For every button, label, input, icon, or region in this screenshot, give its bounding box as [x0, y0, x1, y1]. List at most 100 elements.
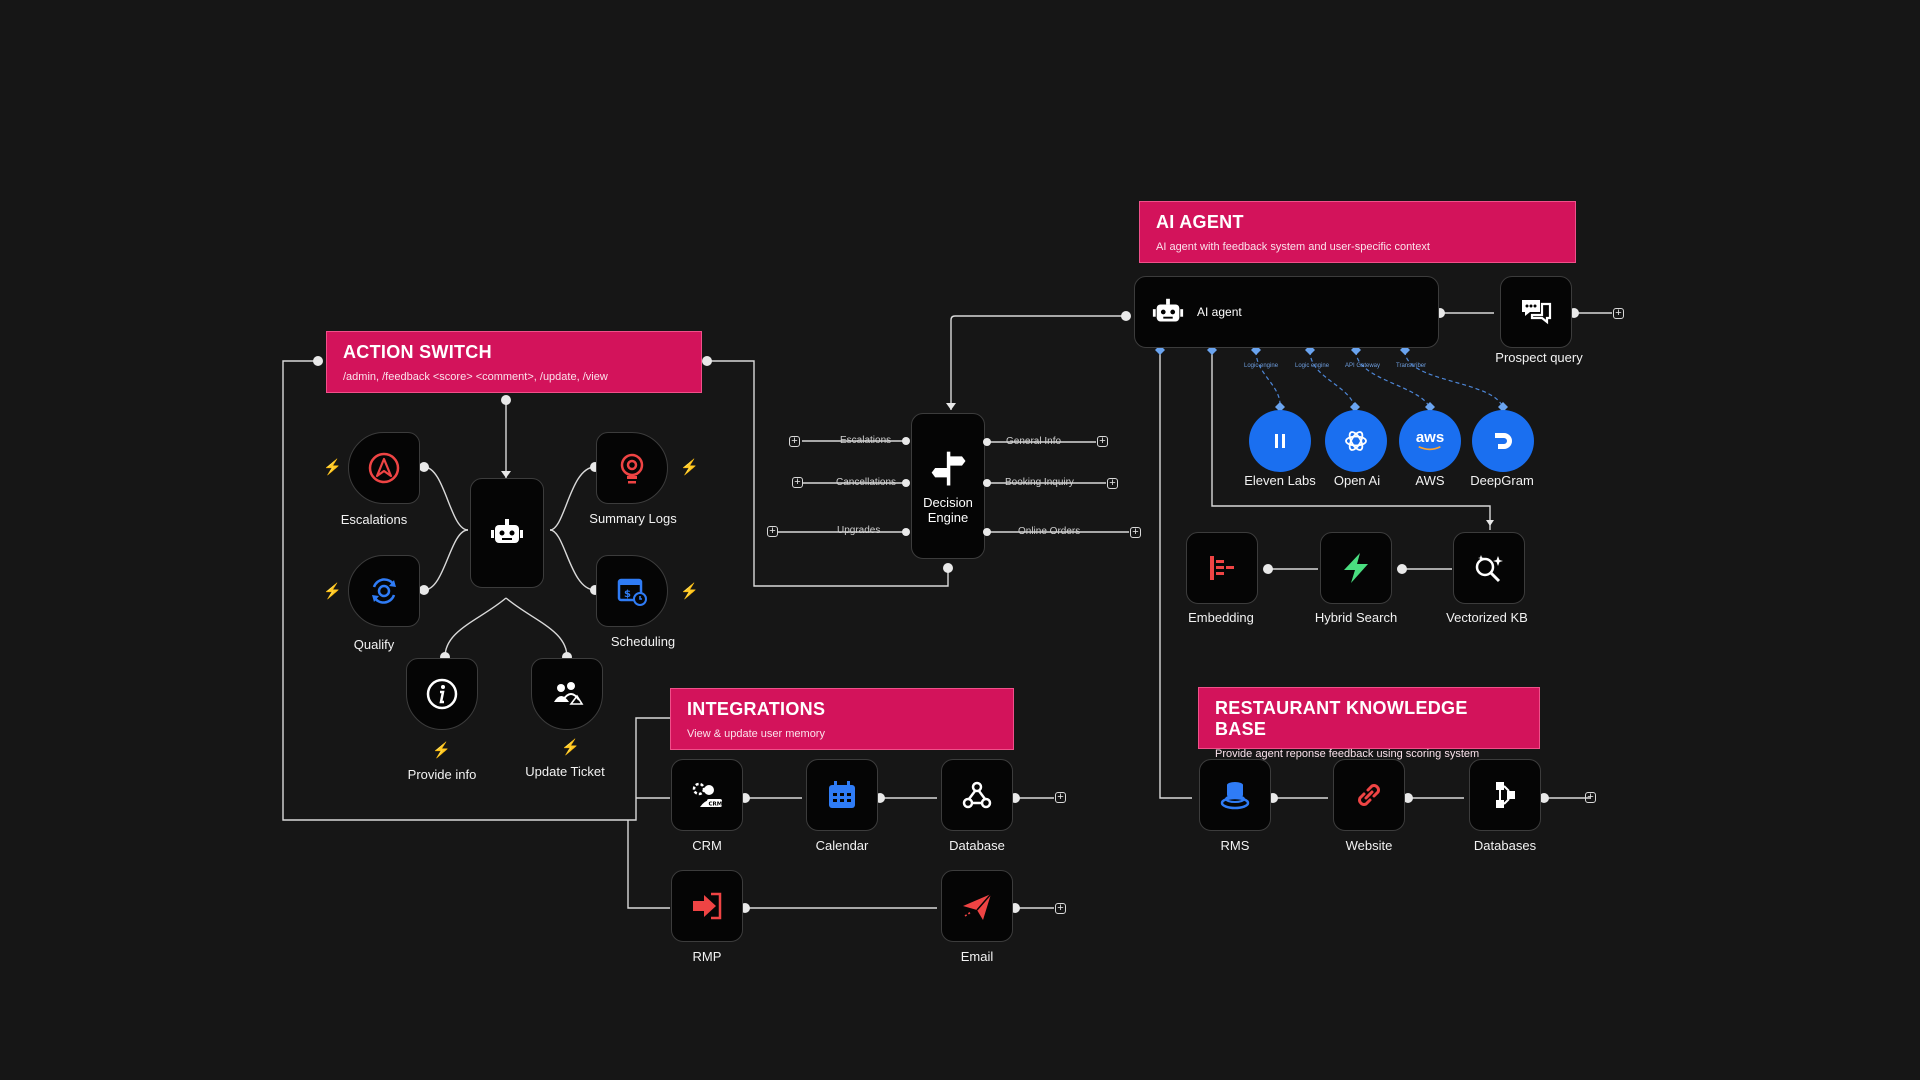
add-branch-button[interactable]: +: [1107, 478, 1118, 489]
port-dot[interactable]: [702, 356, 712, 366]
add-branch-button[interactable]: +: [789, 436, 800, 447]
port-dot[interactable]: [740, 903, 750, 913]
ai-agent-node[interactable]: AI agent: [1134, 276, 1439, 348]
port-dot[interactable]: [562, 652, 572, 662]
prospect-query-label: Prospect query: [1495, 350, 1583, 365]
database-label: Database: [949, 838, 1005, 853]
port-dot[interactable]: [590, 462, 600, 472]
port-dot[interactable]: [740, 793, 750, 803]
decision-output-general-info: General Info: [1006, 436, 1062, 447]
rmp-node[interactable]: [671, 870, 743, 942]
robot-icon: [491, 519, 523, 543]
port-label-logic-engine-2: Logic engine: [1295, 363, 1330, 369]
port-dot[interactable]: [983, 479, 991, 487]
qualify-label: Qualify: [353, 637, 395, 652]
email-label: Email: [960, 949, 994, 964]
trigger-bolt-icon: ⚡: [680, 459, 699, 476]
add-step-button[interactable]: +: [1055, 903, 1066, 914]
port-dot[interactable]: [1263, 564, 1273, 574]
decision-engine-label-line1: Decision: [923, 495, 973, 510]
port-dot[interactable]: [1435, 308, 1445, 318]
port-dot[interactable]: [501, 395, 511, 405]
databases-node[interactable]: [1469, 759, 1541, 831]
embedding-node[interactable]: [1186, 532, 1258, 604]
calendar-label: Calendar: [815, 838, 869, 853]
nodes-icon: [1496, 782, 1515, 808]
port-dot[interactable]: [902, 528, 910, 536]
scheduling-label: Scheduling: [610, 634, 676, 649]
prospect-query-node[interactable]: [1500, 276, 1572, 348]
hybrid-search-node[interactable]: [1320, 532, 1392, 604]
add-branch-button[interactable]: +: [767, 526, 778, 537]
integrations-subtitle: View & update user memory: [687, 728, 825, 740]
qualify-node[interactable]: [348, 555, 420, 627]
port-dot[interactable]: [943, 563, 953, 573]
integrations-banner[interactable]: INTEGRATIONS View & update user memory: [670, 688, 1014, 750]
update-ticket-node[interactable]: [531, 658, 603, 730]
vectorized-kb-node[interactable]: [1453, 532, 1525, 604]
port-dot[interactable]: [440, 652, 450, 662]
action-switch-banner[interactable]: ACTION SWITCH /admin, /feedback <score> …: [326, 331, 702, 393]
decision-engine-label-line2: Engine: [927, 510, 969, 525]
port-dot[interactable]: [1397, 564, 1407, 574]
add-branch-button[interactable]: +: [792, 477, 803, 488]
crm-icon: CRM: [692, 782, 722, 808]
add-branch-button[interactable]: +: [1097, 436, 1108, 447]
port-dot[interactable]: [419, 585, 429, 595]
email-node[interactable]: [941, 870, 1013, 942]
knowledge-base-banner[interactable]: RESTAURANT KNOWLEDGE BASE Provide agent …: [1198, 687, 1540, 760]
add-step-button[interactable]: +: [1055, 792, 1066, 803]
trigger-bolt-icon: ⚡: [432, 742, 451, 759]
rms-node[interactable]: [1199, 759, 1271, 831]
port-dot[interactable]: [983, 438, 991, 446]
port-dot[interactable]: [419, 462, 429, 472]
aws-label: AWS: [1415, 473, 1445, 488]
action-switch-subtitle: /admin, /feedback <score> <comment>, /up…: [343, 371, 608, 383]
calendar-dollar-icon: $: [617, 578, 647, 606]
scheduling-node[interactable]: $: [596, 555, 668, 627]
decision-engine-node[interactable]: Decision Engine: [911, 413, 985, 559]
decision-output-cancellations: Cancellations: [836, 477, 897, 488]
database-node[interactable]: [941, 759, 1013, 831]
aws-icon: aws: [1415, 428, 1445, 446]
port-dot[interactable]: [1010, 793, 1020, 803]
port-dot[interactable]: [590, 585, 600, 595]
summary-logs-node[interactable]: [596, 432, 668, 504]
port-dot[interactable]: [1403, 793, 1413, 803]
calendar-node[interactable]: [806, 759, 878, 831]
port-dot[interactable]: [902, 437, 910, 445]
port-dot[interactable]: [1569, 308, 1579, 318]
website-label: Website: [1345, 838, 1393, 853]
provide-info-node[interactable]: [406, 658, 478, 730]
port-dot[interactable]: [1121, 311, 1131, 321]
decision-output-upgrades: Upgrades: [837, 525, 881, 536]
ai-agent-banner[interactable]: AI AGENT AI agent with feedback system a…: [1139, 201, 1576, 263]
port-dot[interactable]: [1539, 793, 1549, 803]
paper-plane-icon: [963, 893, 992, 920]
crm-node[interactable]: CRM: [671, 759, 743, 831]
escalations-node[interactable]: [348, 432, 420, 504]
port-dot[interactable]: [983, 528, 991, 536]
port-dot[interactable]: [1010, 903, 1020, 913]
aws-provider[interactable]: aws: [1399, 410, 1461, 472]
open-ai-provider[interactable]: [1325, 410, 1387, 472]
deepgram-provider[interactable]: [1472, 410, 1534, 472]
eleven-labs-provider[interactable]: [1249, 410, 1311, 472]
update-ticket-label: Update Ticket: [525, 764, 605, 779]
port-label-transcriber: Transcriber: [1396, 363, 1427, 369]
add-branch-button[interactable]: +: [1130, 527, 1141, 538]
website-node[interactable]: [1333, 759, 1405, 831]
port-dot[interactable]: [902, 479, 910, 487]
hybrid-search-label: Hybrid Search: [1314, 610, 1398, 625]
elevenlabs-icon: [1275, 434, 1285, 448]
trigger-bolt-icon: ⚡: [323, 459, 342, 476]
add-step-button[interactable]: +: [1585, 792, 1596, 803]
link-icon: [1358, 784, 1380, 806]
add-step-button[interactable]: +: [1613, 308, 1624, 319]
provide-info-label: Provide info: [407, 767, 477, 782]
action-hub-node[interactable]: [470, 478, 544, 588]
port-dot[interactable]: [313, 356, 323, 366]
port-dot[interactable]: [1268, 793, 1278, 803]
port-dot[interactable]: [875, 793, 885, 803]
